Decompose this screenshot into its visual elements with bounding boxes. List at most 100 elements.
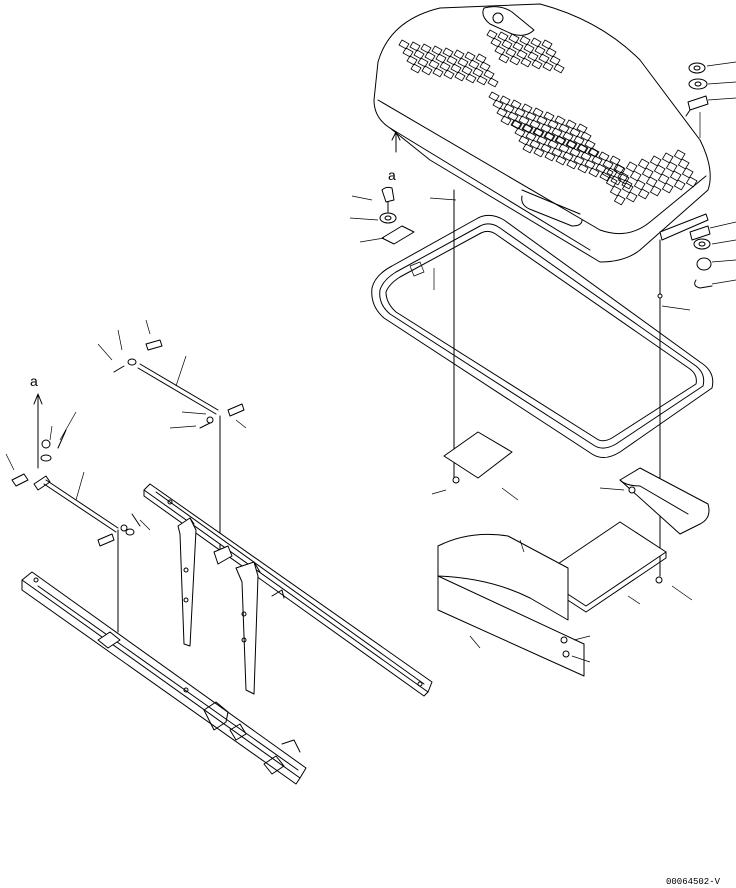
vent-slot: [431, 45, 443, 56]
vent-slot: [494, 45, 506, 56]
vent-slot: [532, 127, 544, 138]
vent-slot: [498, 53, 510, 64]
vent-slot: [613, 194, 626, 206]
vent-slot: [501, 39, 513, 50]
vent-slot: [514, 127, 526, 138]
vent-slot: [649, 185, 662, 197]
vent-slot: [512, 41, 524, 52]
vent-slot: [442, 47, 454, 58]
hood-vent-slots: [398, 29, 698, 206]
vent-slot: [625, 191, 638, 203]
vent-slot: [525, 111, 537, 122]
vent-slot: [514, 107, 526, 118]
vent-slot: [621, 179, 633, 190]
vent-slot: [554, 115, 566, 126]
vent-slot: [519, 35, 531, 46]
vent-slot: [555, 155, 567, 166]
hood-seal-gasket: [371, 214, 714, 458]
vent-slot: [490, 37, 502, 48]
vent-slot: [547, 119, 559, 130]
vent-slot: [521, 103, 533, 114]
vent-slot: [446, 55, 458, 66]
vent-slot: [523, 43, 535, 54]
vent-slot: [509, 55, 521, 66]
vent-slot: [545, 47, 557, 58]
vent-slot: [617, 171, 629, 182]
vent-slot: [536, 135, 548, 146]
vent-slot: [540, 143, 552, 154]
vent-slot: [558, 143, 570, 154]
vent-slot: [577, 163, 589, 174]
vent-slot: [661, 182, 674, 194]
vent-slot: [464, 51, 476, 62]
vent-slot: [543, 131, 555, 142]
vent-slot: [424, 51, 436, 62]
vent-slot: [454, 71, 466, 82]
vent-slot: [584, 159, 596, 170]
vent-slot: [500, 115, 512, 126]
view-marker-a-right: a: [388, 167, 396, 183]
vent-slot: [479, 61, 491, 72]
vent-slot: [599, 171, 611, 182]
vent-slot: [536, 115, 548, 126]
vent-slot: [553, 63, 565, 74]
vent-slot: [551, 147, 563, 158]
vent-slot: [421, 65, 433, 76]
hood-hardware-left: a: [349, 131, 457, 479]
vent-slot: [496, 107, 508, 118]
vent-slot: [558, 123, 570, 134]
vent-slot: [413, 49, 425, 60]
vent-slot: [461, 65, 473, 76]
vent-slot: [402, 47, 414, 58]
vent-slot: [521, 123, 533, 134]
vent-slot: [532, 107, 544, 118]
vent-slot: [637, 188, 650, 200]
vent-slot: [542, 61, 554, 72]
vent-slot: [510, 99, 522, 110]
vent-slot: [516, 49, 528, 60]
vent-slot: [587, 147, 599, 158]
drawing-code: 00064502-V: [666, 877, 721, 887]
vent-slot: [410, 63, 422, 74]
vent-slot: [468, 59, 480, 70]
vent-slot: [527, 51, 539, 62]
vent-slot: [685, 176, 698, 188]
vent-slot: [406, 55, 418, 66]
vent-slot: [492, 99, 504, 110]
vent-slot: [533, 147, 545, 158]
linkage-assembly: a: [5, 319, 247, 633]
vent-slot: [497, 31, 509, 42]
vent-slot: [439, 61, 451, 72]
vent-slot: [398, 39, 410, 50]
vent-slot: [531, 59, 543, 70]
hood-hardware-right: [655, 61, 736, 601]
vent-slot: [569, 127, 581, 138]
vent-slot: [576, 123, 588, 134]
vent-slot: [543, 111, 555, 122]
vent-slot: [530, 37, 542, 48]
vent-slot: [673, 179, 686, 191]
vent-slot: [503, 103, 515, 114]
vent-slot: [522, 143, 534, 154]
vent-slot: [554, 135, 566, 146]
vent-slot: [417, 57, 429, 68]
vent-slot: [529, 139, 541, 150]
vent-slot: [508, 33, 520, 44]
vent-slot: [576, 143, 588, 154]
vent-slot: [453, 49, 465, 60]
vent-slot: [499, 95, 511, 106]
vent-slot: [602, 159, 614, 170]
vent-slot: [465, 73, 477, 84]
frame-members: [21, 483, 433, 785]
vent-slot: [541, 39, 553, 50]
vent-slot: [609, 155, 621, 166]
vent-slot: [420, 43, 432, 54]
vent-slot: [476, 75, 488, 86]
vent-slot: [409, 41, 421, 52]
vent-slot: [534, 45, 546, 56]
vent-slot: [566, 159, 578, 170]
vent-slot: [610, 175, 622, 186]
vent-slot: [573, 155, 585, 166]
vent-slot: [428, 59, 440, 70]
